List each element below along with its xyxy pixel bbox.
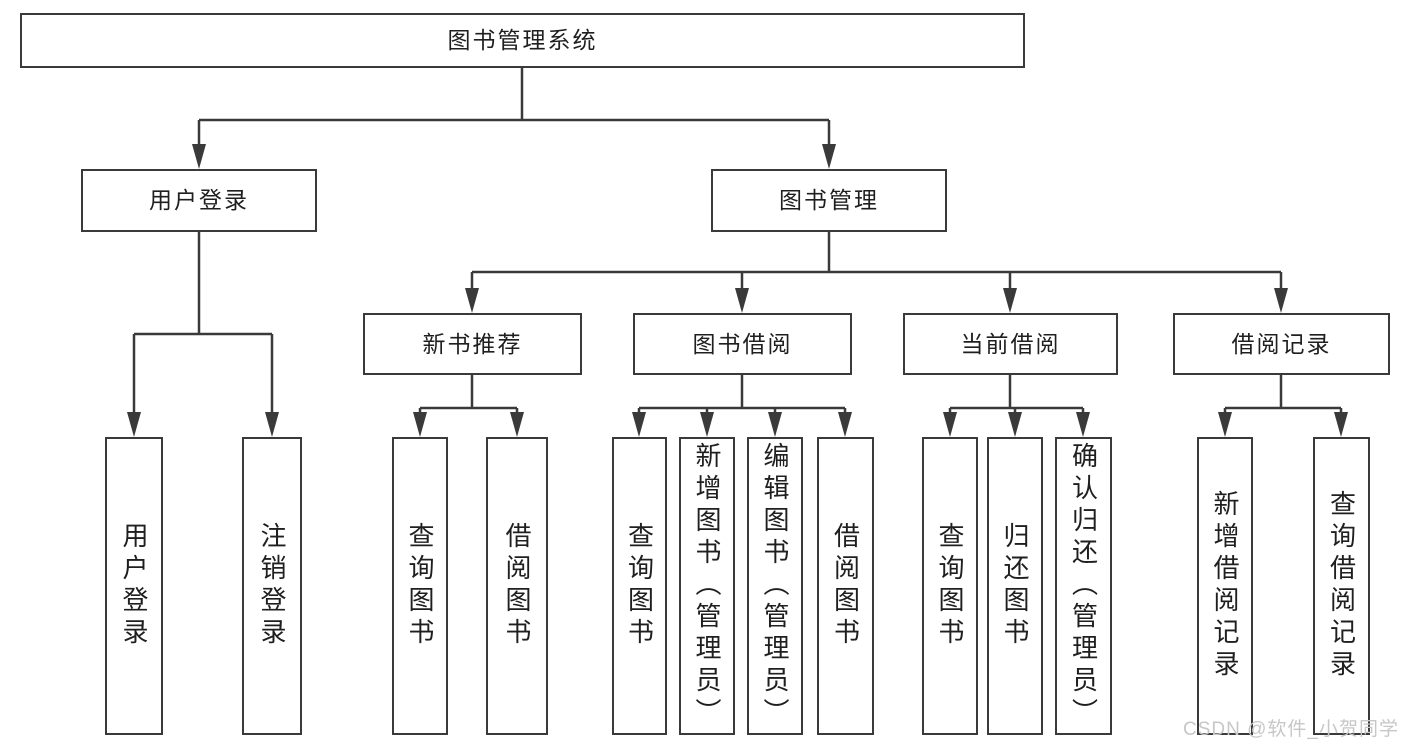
node-label: 借阅图书 <box>830 522 861 650</box>
node-user-login-module: 用户登录 <box>81 169 317 232</box>
leaf-query-books-1: 查询图书 <box>392 437 448 735</box>
node-label: 当前借阅 <box>960 330 1061 357</box>
node-label: 图书管理系统 <box>447 27 598 53</box>
node-label: 查询借阅记录 <box>1326 490 1357 682</box>
node-label: 借阅记录 <box>1231 330 1332 357</box>
leaf-borrow-books-2: 借阅图书 <box>817 437 874 735</box>
node-label: 注销登录 <box>257 522 287 650</box>
arrowheads <box>127 144 1348 437</box>
node-label: 图书借阅 <box>692 330 793 357</box>
node-label: 查询图书 <box>624 522 655 650</box>
node-book-borrowing: 图书借阅 <box>633 313 852 375</box>
leaf-borrow-books-1: 借阅图书 <box>486 437 548 735</box>
node-label: 用户登录 <box>119 522 149 650</box>
node-new-book-recommendation: 新书推荐 <box>363 313 582 375</box>
leaf-confirm-return-admin: 确认归还（管理员） <box>1055 437 1112 735</box>
node-root-system: 图书管理系统 <box>20 13 1025 68</box>
csdn-watermark: CSDN @软件_小贺同学 <box>1183 719 1399 740</box>
node-label: 查询图书 <box>935 522 965 650</box>
leaf-add-borrow-record: 新增借阅记录 <box>1197 437 1253 735</box>
node-label: 确认归还（管理员） <box>1068 442 1099 730</box>
leaf-add-books-admin: 新增图书（管理员） <box>679 437 735 735</box>
leaf-return-books: 归还图书 <box>987 437 1043 735</box>
node-current-borrowing: 当前借阅 <box>903 313 1118 375</box>
node-label: 新增借阅记录 <box>1210 490 1240 682</box>
node-borrowing-records: 借阅记录 <box>1173 313 1390 375</box>
node-label: 图书管理 <box>779 187 879 213</box>
node-label: 新书推荐 <box>422 330 523 357</box>
node-label: 用户登录 <box>149 187 249 213</box>
leaf-user-login: 用户登录 <box>105 437 163 735</box>
node-label: 新增图书（管理员） <box>692 442 722 730</box>
leaf-query-books-2: 查询图书 <box>612 437 667 735</box>
leaf-query-borrow-record: 查询借阅记录 <box>1313 437 1370 735</box>
node-label: 归还图书 <box>1000 522 1030 650</box>
node-label: 查询图书 <box>405 522 435 650</box>
leaf-logout: 注销登录 <box>242 437 302 735</box>
node-label: 借阅图书 <box>502 522 532 650</box>
leaf-query-books-3: 查询图书 <box>922 437 978 735</box>
node-book-management-module: 图书管理 <box>711 169 947 232</box>
node-label: 编辑图书（管理员） <box>760 442 790 730</box>
leaf-edit-books-admin: 编辑图书（管理员） <box>747 437 803 735</box>
